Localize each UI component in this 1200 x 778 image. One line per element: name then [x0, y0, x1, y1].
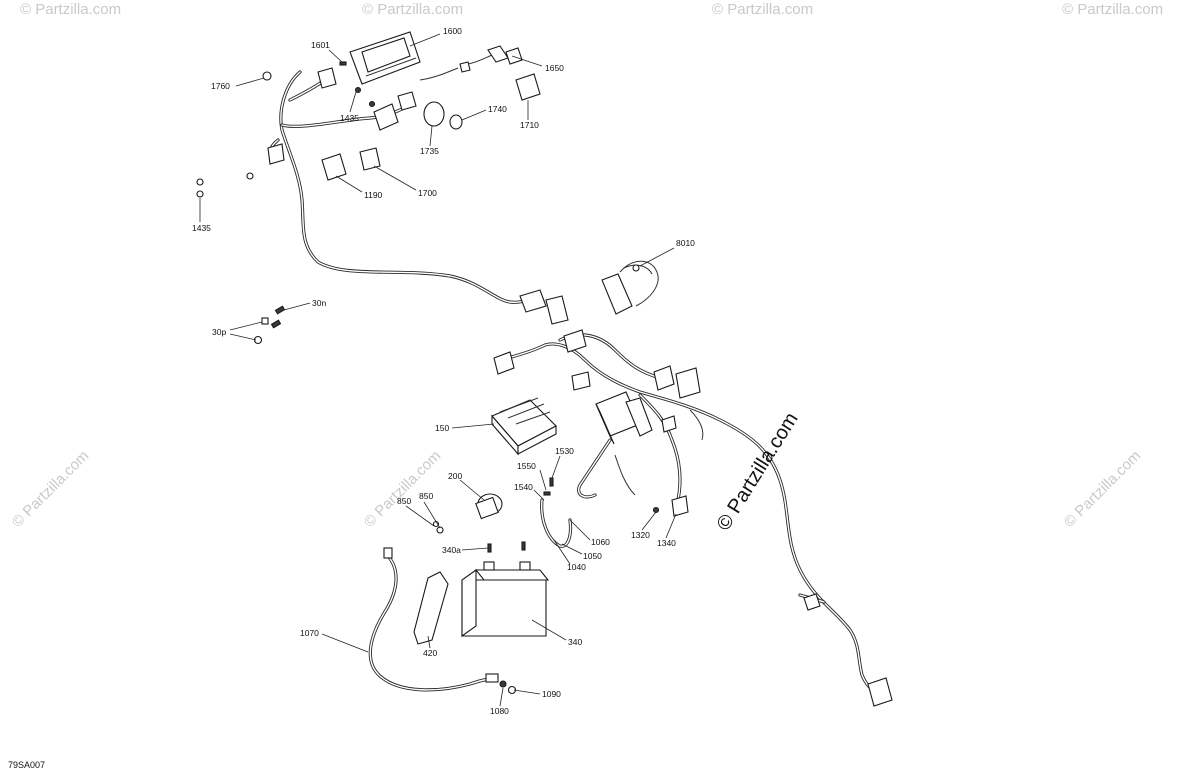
faint-watermarks: © Partzilla.com © Partzilla.com © Partzi…: [9, 1, 1163, 531]
callout-label: 1070: [300, 628, 319, 638]
watermark-faint: © Partzilla.com: [362, 1, 463, 18]
battery-strap-part: [413, 571, 449, 645]
ring-part: [449, 114, 463, 130]
screws-30-part: [253, 305, 286, 345]
nut-part: [196, 178, 204, 186]
callout-label: 1040: [567, 562, 586, 572]
connector-part: [545, 295, 569, 325]
callout-label: 1050: [583, 551, 602, 561]
watermark-faint: © Partzilla.com: [712, 1, 813, 18]
terminal-part: [671, 495, 689, 517]
watermark-faint: © Partzilla.com: [1061, 447, 1144, 530]
connector-part: [563, 329, 587, 353]
callout-label: 30n: [312, 298, 326, 308]
connector-part: [571, 371, 591, 391]
callout-label: 1530: [555, 446, 574, 456]
callout-label: 1190: [364, 190, 383, 200]
nut-part: [499, 680, 507, 688]
terminal-part: [485, 673, 499, 683]
watermark-main: © Partzilla.com: [713, 409, 803, 535]
callout-label: 1340: [657, 538, 676, 548]
solenoid-part: [475, 493, 503, 520]
callout-label: 1600: [443, 26, 462, 36]
battery-part: [461, 561, 550, 638]
callout-label: 340a: [442, 545, 461, 555]
connector-part: [373, 103, 399, 131]
callout-label: 850: [419, 491, 433, 501]
nut-part: [246, 172, 254, 180]
relay-part: [515, 73, 541, 101]
tether-cord-part: [601, 260, 659, 315]
callout-label: 8010: [676, 238, 695, 248]
callout-label: 420: [423, 648, 437, 658]
callout-label: 1760: [211, 81, 230, 91]
connector-part: [661, 415, 677, 433]
screw-part: [549, 477, 554, 487]
callout-label: 340: [568, 637, 582, 647]
regulator-part: [491, 397, 557, 456]
callout-labels: 1600 1601 1650 1760 1435 1740 1710 1735 …: [192, 26, 695, 716]
connector-part: [493, 351, 515, 375]
terminal-part: [383, 547, 393, 559]
nut-part: [354, 86, 362, 94]
callout-label: 1550: [517, 461, 536, 471]
nut-part: [196, 190, 204, 198]
callout-label: 1740: [488, 104, 507, 114]
screw-part: [543, 491, 551, 496]
callout-label: 1710: [520, 120, 539, 130]
callout-label: 1700: [418, 188, 437, 198]
callout-label: 1090: [542, 689, 561, 699]
bolt-part: [487, 543, 492, 553]
fuse-box-part: [595, 391, 653, 445]
callout-label: 1320: [631, 530, 650, 540]
screw-part: [339, 61, 347, 66]
connector-part: [321, 153, 347, 181]
connector-part: [675, 367, 701, 399]
nut-part: [368, 100, 376, 108]
watermark-faint: © Partzilla.com: [361, 447, 444, 530]
socket-part: [423, 101, 445, 127]
callout-label: 1080: [490, 706, 509, 716]
connector-part: [397, 91, 417, 111]
washer-part: [436, 526, 444, 534]
connector-part: [803, 593, 821, 611]
callout-label: 1435: [192, 223, 211, 233]
connector-part: [867, 677, 893, 707]
watermark-faint: © Partzilla.com: [20, 1, 121, 18]
diagram-code: 79SA007: [8, 760, 45, 770]
callout-label: 1540: [514, 482, 533, 492]
watermark-faint: © Partzilla.com: [9, 447, 92, 530]
watermark-faint: © Partzilla.com: [1062, 1, 1163, 18]
grommet-part: [262, 71, 272, 81]
relay-part: [359, 147, 381, 171]
callout-label: 1060: [591, 537, 610, 547]
callout-label: 850: [397, 496, 411, 506]
leader-lines: [199, 33, 677, 707]
callout-label: 150: [435, 423, 449, 433]
callout-label: 30p: [212, 327, 226, 337]
display-gauge-part: [349, 31, 421, 85]
screw-part: [652, 506, 660, 514]
callout-label: 200: [448, 471, 462, 481]
callout-label: 1601: [311, 40, 330, 50]
parts: [196, 31, 893, 707]
bolt-part: [521, 541, 526, 551]
callout-label: 1735: [420, 146, 439, 156]
connector-1650-part: [459, 45, 523, 73]
plug-part: [267, 143, 285, 165]
connector-part: [519, 289, 547, 313]
callout-label: 1435: [340, 113, 359, 123]
switch-part: [317, 67, 337, 89]
connector-part: [653, 365, 675, 391]
callout-label: 1650: [545, 63, 564, 73]
